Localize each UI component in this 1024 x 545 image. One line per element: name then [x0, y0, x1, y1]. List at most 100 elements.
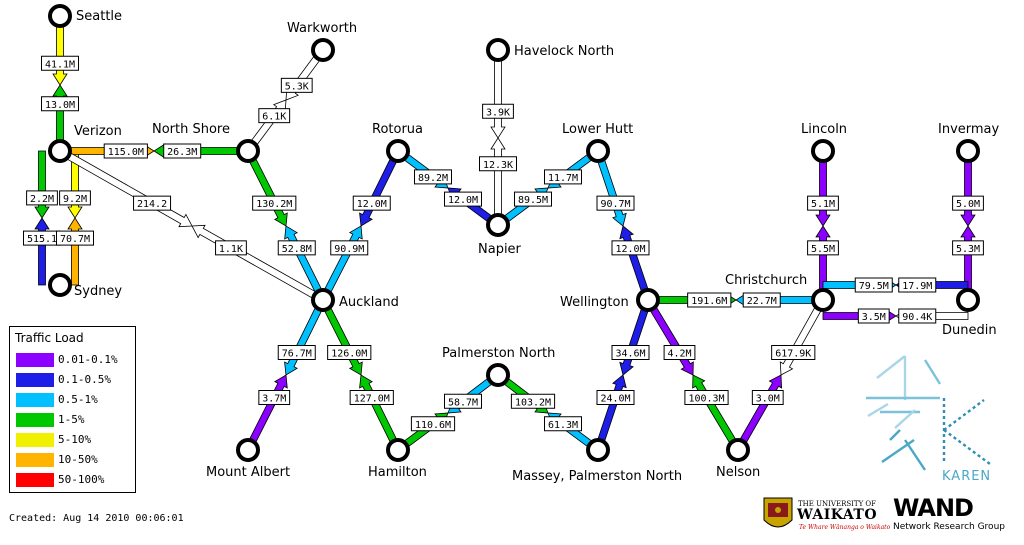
legend-label: 0.01-0.1%: [58, 353, 118, 366]
svg-text:1.1K: 1.1K: [219, 244, 243, 255]
svg-text:12.0M: 12.0M: [448, 195, 478, 206]
link-label: 70.7M: [56, 230, 94, 246]
svg-text:5.3M: 5.3M: [956, 244, 980, 255]
node-label: Mount Albert: [206, 465, 290, 480]
node-circle-icon: [386, 139, 410, 163]
svg-text:3.7M: 3.7M: [262, 394, 286, 405]
svg-text:12.3K: 12.3K: [483, 160, 513, 171]
svg-text:191.6M: 191.6M: [691, 296, 727, 307]
link-label: 1.1K: [215, 240, 247, 256]
svg-text:126.0M: 126.0M: [331, 349, 367, 360]
link-16: [495, 371, 601, 454]
link-label: 11.7M: [544, 169, 582, 185]
svg-text:90.7M: 90.7M: [600, 199, 630, 210]
link-15: [395, 371, 501, 454]
link-label: 61.3M: [544, 416, 582, 432]
node-circle-icon: [48, 4, 72, 28]
node-havelock: Havelock North: [486, 38, 614, 62]
link-label: 110.6M: [410, 416, 456, 432]
link-20: [815, 150, 831, 301]
node-wellington: Wellington: [560, 288, 660, 312]
link-21: [960, 150, 976, 301]
link-2: [67, 150, 83, 286]
legend-swatch: [16, 433, 54, 447]
link-label: 4.2M: [663, 345, 696, 360]
link-label: 214.2: [133, 195, 172, 211]
node-dunedin: Dunedin: [942, 288, 997, 338]
link-label: 5.0M: [952, 195, 984, 211]
node-label: Havelock North: [514, 44, 614, 59]
link-label: 90.4K: [898, 308, 937, 324]
svg-text:12.0M: 12.0M: [615, 244, 645, 255]
link-label: 130.2M: [252, 195, 297, 211]
link-label: 191.6M: [687, 292, 732, 308]
node-nelson: Nelson: [716, 438, 760, 480]
node-label: North Shore: [152, 122, 230, 137]
university-logo-top: THE UNIVERSITY OF: [798, 500, 877, 508]
svg-text:11.7M: 11.7M: [548, 173, 578, 184]
svg-text:61.3M: 61.3M: [548, 420, 578, 431]
legend-label: 10-50%: [58, 453, 98, 466]
node-label: Rotorua: [372, 122, 423, 137]
node-label: Palmerston North: [442, 346, 555, 361]
karen-logo-text: KAREN: [942, 469, 992, 484]
node-circle-icon: [486, 363, 510, 387]
link-1: [34, 150, 50, 286]
link-arrow-out: [34, 150, 50, 219]
link-label: 12.0M: [352, 195, 391, 211]
link-label: 3.9K: [482, 103, 514, 119]
svg-text:5.3K: 5.3K: [285, 81, 309, 92]
link-label: 90.9M: [330, 240, 369, 256]
svg-text:89.5M: 89.5M: [518, 195, 548, 206]
link-label: 6.1K: [258, 108, 291, 124]
link-label: 12.0M: [444, 191, 482, 207]
svg-text:617.9K: 617.9K: [775, 349, 811, 360]
node-christchurch: Christchurch: [725, 273, 835, 312]
legend-label: 0.1-0.5%: [58, 373, 111, 386]
svg-text:13.0M: 13.0M: [45, 100, 75, 111]
node-label: Sydney: [74, 284, 122, 299]
link-7: [319, 148, 402, 303]
legend-label: 50-100%: [58, 473, 105, 486]
link-label: 617.9K: [771, 345, 816, 360]
link-label: 12.0M: [611, 240, 650, 256]
node-palmerston: Palmerston North: [442, 346, 555, 387]
created-timestamp: Created: Aug 14 2010 00:06:01: [9, 513, 184, 524]
node-label: Dunedin: [942, 323, 997, 338]
svg-text:100.3M: 100.3M: [688, 394, 724, 405]
svg-text:3.5M: 3.5M: [862, 312, 886, 323]
node-massey: Massey, Palmerston North: [512, 438, 682, 484]
node-mtalbert: Mount Albert: [206, 438, 290, 480]
link-label: 5.5M: [807, 240, 839, 256]
node-label: Lincoln: [801, 122, 847, 137]
node-circle-icon: [386, 438, 410, 462]
node-circle-icon: [956, 139, 980, 163]
link-label: 115.0M: [103, 143, 148, 159]
university-logo-name: WAIKATO: [797, 507, 878, 523]
link-label: 89.5M: [514, 191, 552, 207]
node-label: Hamilton: [368, 465, 427, 480]
node-label: Lower Hutt: [562, 122, 633, 137]
node-circle-icon: [311, 288, 335, 312]
wand-logo: WAND: [893, 494, 974, 522]
svg-text:103.2M: 103.2M: [515, 397, 551, 408]
node-lowerhutt: Lower Hutt: [562, 122, 633, 163]
link-label: 79.5M: [854, 277, 893, 293]
svg-text:76.7M: 76.7M: [282, 349, 312, 360]
node-auckland: Auckland: [311, 288, 399, 312]
svg-text:52.8M: 52.8M: [282, 244, 312, 255]
svg-text:4.2M: 4.2M: [667, 349, 691, 360]
node-verizon: Verizon: [48, 124, 122, 163]
node-label: Verizon: [74, 124, 122, 139]
university-logo-motto: Te Whare Wānanga o Waikato: [799, 524, 891, 531]
node-circle-icon: [236, 438, 260, 462]
node-invermay: Invermay: [938, 122, 1000, 163]
node-label: Warkworth: [287, 21, 357, 36]
svg-text:2.2M: 2.2M: [30, 194, 54, 205]
node-seattle: Seattle: [48, 4, 122, 28]
link-label: 127.0M: [349, 390, 394, 405]
link-23: [822, 308, 969, 324]
node-circle-icon: [486, 38, 510, 62]
